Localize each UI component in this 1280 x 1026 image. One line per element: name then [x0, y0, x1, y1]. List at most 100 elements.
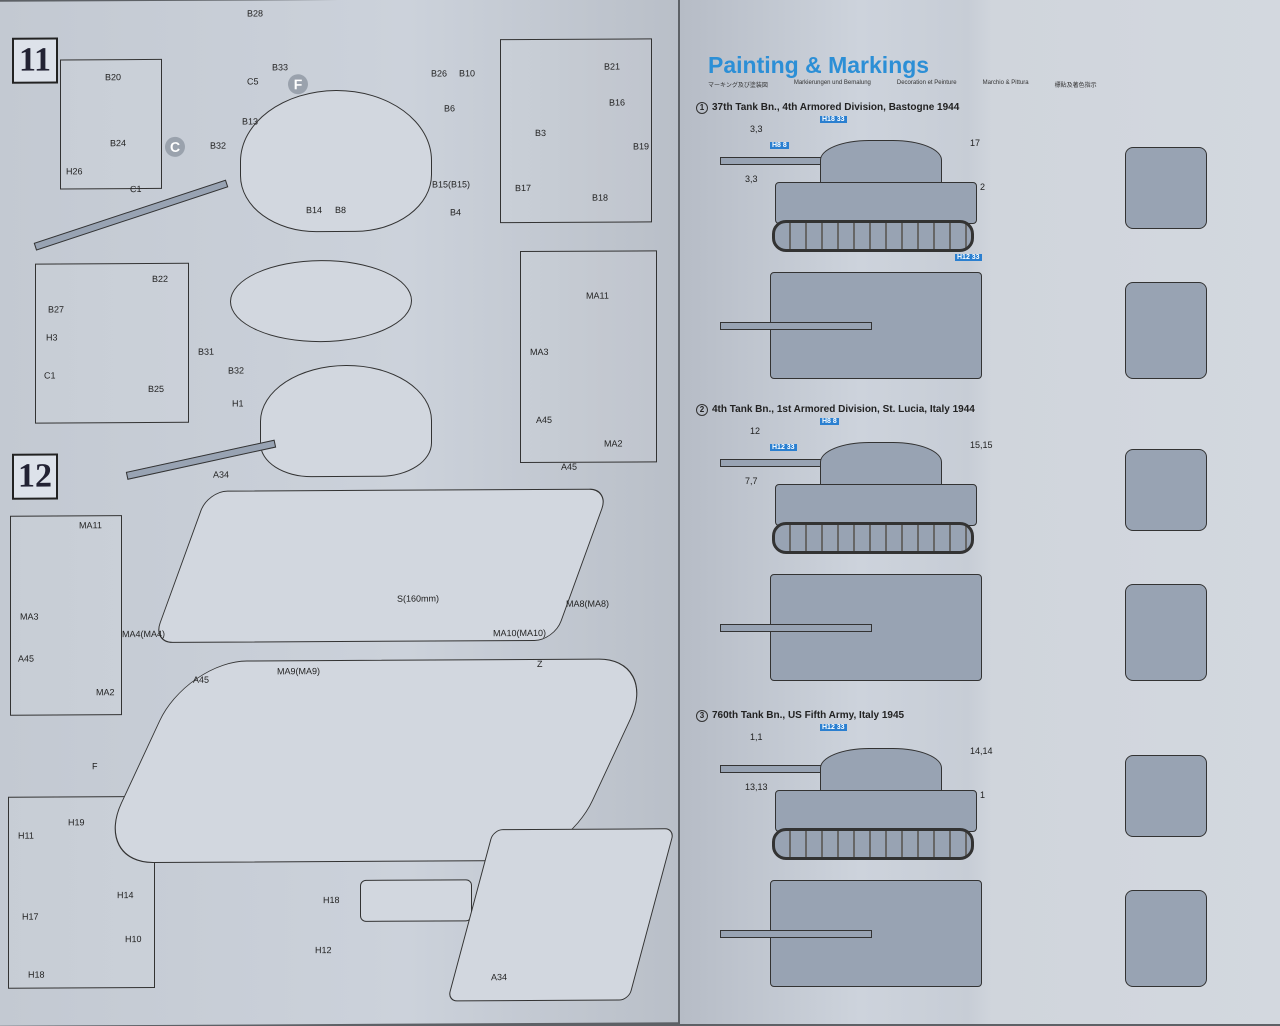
part-label: B13	[242, 116, 259, 127]
step-12-number: 12	[12, 453, 58, 500]
rear-view	[1125, 584, 1207, 681]
part-label: A34	[213, 469, 230, 480]
part-h18-drawing	[360, 879, 472, 922]
part-label: H10	[125, 934, 142, 945]
part-label: B16	[609, 97, 626, 108]
decal-callout: 2	[980, 182, 986, 192]
part-label: F	[92, 761, 98, 772]
decal-callout: 3,3	[750, 124, 763, 134]
detail-box-machine-gun	[500, 38, 652, 224]
part-label: B17	[515, 182, 532, 194]
decal-callout: 7,7	[745, 476, 758, 486]
part-label: H18	[28, 969, 45, 980]
turret-assembled-drawing	[260, 364, 432, 478]
callout-c-icon: C	[165, 136, 185, 157]
part-label: MA2	[96, 687, 115, 698]
top-view-gun	[720, 322, 872, 330]
decal-callout: 1	[980, 790, 986, 800]
part-label: B33	[272, 62, 289, 73]
color-code-tag: H8 8	[820, 418, 839, 425]
part-label: C5	[247, 76, 259, 87]
part-label: B20	[105, 72, 122, 83]
scheme-title-text: 37th Tank Bn., 4th Armored Division, Bas…	[712, 102, 960, 113]
top-view-gun	[720, 624, 872, 632]
scheme-number: 2	[696, 404, 708, 416]
part-label: MA11	[586, 290, 609, 301]
part-label: B3	[535, 127, 547, 138]
part-label: A45	[561, 461, 578, 472]
part-label: A45	[536, 414, 553, 425]
front-view	[1125, 755, 1207, 837]
front-view	[1125, 147, 1207, 229]
right-page-painting-markings: Painting & Markings マーキング及び塗装図 Markierun…	[680, 0, 1280, 1024]
part-label: B26	[431, 68, 448, 79]
color-code: H12 33	[820, 724, 847, 731]
part-label: MA2	[604, 438, 623, 449]
gun-barrel-drawing-2	[125, 439, 277, 480]
color-code-tag: H12 33	[770, 444, 797, 451]
part-label: A45	[193, 674, 210, 685]
side-view-gun	[720, 459, 832, 467]
part-label: B4	[450, 207, 462, 218]
side-view-track	[772, 220, 974, 252]
side-view-turret	[820, 140, 942, 190]
rear-view	[1125, 282, 1207, 379]
color-code: H12 33	[955, 254, 982, 261]
scheme-number: 3	[696, 710, 708, 722]
part-label: B15(B15)	[432, 179, 471, 190]
decal-callout: 1,1	[750, 732, 763, 742]
scheme-title: 1 37th Tank Bn., 4th Armored Division, Ba…	[696, 102, 959, 114]
part-label: A45	[18, 653, 35, 664]
part-label: B24	[110, 138, 127, 149]
part-label: MA3	[530, 346, 549, 357]
part-label: MA3	[20, 611, 39, 622]
color-code-tag: H12 33	[820, 724, 847, 731]
part-label: B32	[210, 140, 227, 151]
part-label: H26	[66, 166, 83, 177]
page-title: Painting & Markings	[708, 52, 930, 78]
part-label: B10	[459, 68, 476, 79]
color-code-tag: H18 33	[820, 116, 847, 123]
part-label: B18	[592, 192, 609, 203]
top-view-gun	[720, 930, 872, 938]
color-code-tag: H8 8	[770, 142, 789, 149]
decal-callout: 3,3	[745, 174, 758, 184]
side-view-hull	[775, 484, 977, 526]
part-label: MA9(MA9)	[277, 666, 321, 677]
part-label: H14	[117, 890, 134, 901]
part-label: B21	[604, 61, 621, 72]
part-label: B14	[306, 205, 323, 216]
scheme-title: 3 760th Tank Bn., US Fifth Army, Italy 19…	[696, 710, 904, 722]
part-label: C1	[130, 184, 142, 195]
scheme-title-text: 760th Tank Bn., US Fifth Army, Italy 194…	[712, 710, 905, 721]
color-code-tag: H12 33	[955, 254, 982, 261]
front-view	[1125, 449, 1207, 531]
color-code: H8 8	[820, 418, 839, 425]
part-label: MA4(MA4)	[122, 628, 166, 640]
part-label: H3	[46, 332, 58, 343]
color-code: H18 33	[820, 116, 847, 123]
part-label: H18	[323, 894, 340, 906]
side-view-track	[772, 522, 974, 554]
part-label: B22	[152, 273, 169, 284]
part-label: MA8(MA8)	[566, 598, 610, 609]
scheme-number: 1	[696, 102, 708, 114]
part-label: B32	[228, 365, 245, 376]
subtitle-it: Marchio & Pittura	[982, 80, 1029, 86]
side-view-gun	[720, 157, 832, 165]
part-label: B31	[198, 346, 215, 357]
top-view-hull	[770, 880, 982, 987]
part-label: H1	[232, 398, 244, 409]
part-label: B28	[247, 8, 264, 19]
part-label: B8	[335, 204, 347, 216]
turret-ring-drawing	[230, 259, 412, 343]
part-label: H17	[22, 911, 39, 922]
subtitle-zh: 標貼及著色指示	[1054, 83, 1097, 89]
part-label: B6	[444, 103, 456, 114]
decal-callout: 13,13	[745, 782, 768, 792]
side-view-gun	[720, 765, 832, 773]
subtitle-de: Markierungen und Bemalung	[793, 80, 871, 86]
title-translations: マーキング及び塗装図 Markierungen und Bemalung Dec…	[708, 80, 1097, 89]
part-label: C1	[44, 370, 56, 381]
